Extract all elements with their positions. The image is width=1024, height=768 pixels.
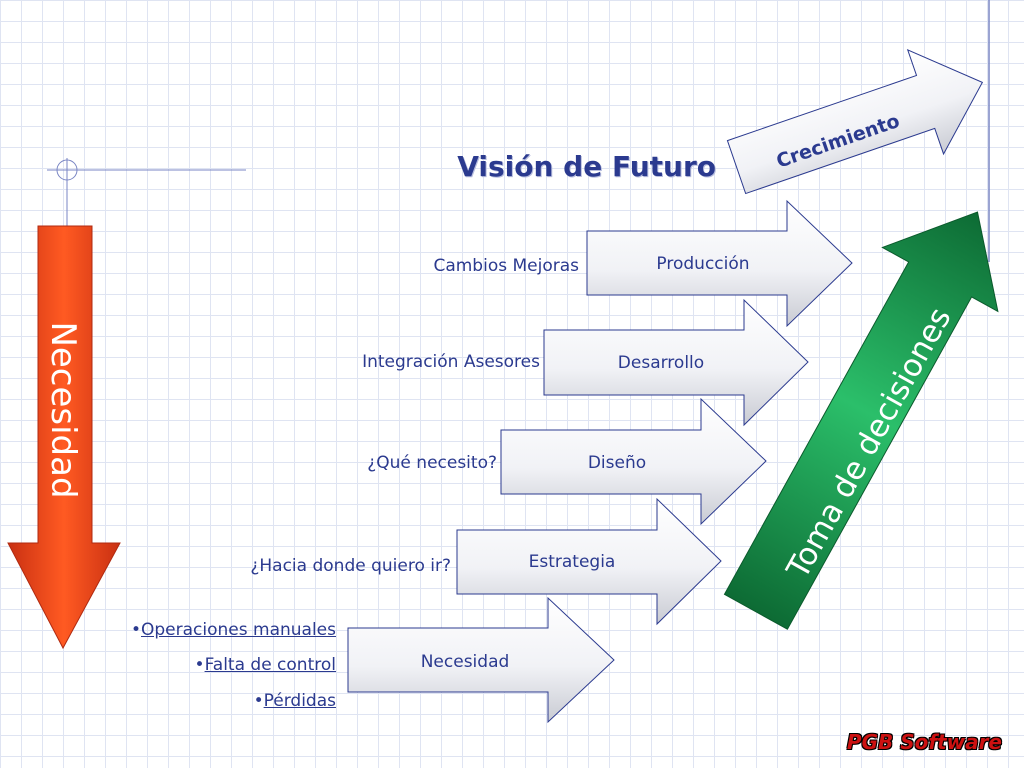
need-arrow-label: Necesidad [43, 321, 83, 498]
growth-arrow-shape [726, 49, 984, 195]
bullet-mark: • [253, 691, 264, 711]
step-label-necesidad: Necesidad [420, 652, 510, 672]
bullet-item[interactable]: •Pérdidas [254, 691, 336, 711]
step-question-produccion: Cambios Mejoras [433, 256, 579, 276]
step-label-desarrollo: Desarrollo [617, 353, 705, 373]
step-label-produccion: Producción [656, 254, 750, 274]
step-arrow-necesidad [347, 596, 615, 724]
step-label-diseno: Diseño [587, 453, 647, 473]
step-question-estrategia: ¿Hacia donde quiero ir? [250, 556, 451, 576]
bullet-mark: • [130, 620, 141, 640]
step-arrow-produccion [586, 199, 853, 328]
step-question-diseno: ¿Qué necesito? [367, 453, 497, 473]
step-label-estrategia: Estrategia [528, 552, 616, 572]
step-arrow-estrategia [456, 497, 722, 626]
step-question-desarrollo: Integración Asesores [362, 352, 540, 372]
bullet-link-falta-control[interactable]: Falta de control [204, 655, 336, 675]
bullet-link-perdidas[interactable]: Pérdidas [263, 691, 336, 711]
bullet-item[interactable]: •Operaciones manuales [131, 620, 336, 640]
need-arrow-shape [7, 225, 121, 650]
page-title: Visión de Futuro [457, 150, 716, 183]
brand-logo: PGB Software [846, 730, 1002, 754]
decision-arrow-shape [723, 211, 999, 630]
step-arrow-diseno [500, 397, 767, 526]
step-arrow-desarrollo [543, 298, 809, 427]
crosshair-circle [56, 159, 78, 181]
bullet-mark: • [194, 655, 205, 675]
bullet-link-operaciones[interactable]: Operaciones manuales [141, 620, 336, 640]
bullet-item[interactable]: •Falta de control [195, 655, 336, 675]
